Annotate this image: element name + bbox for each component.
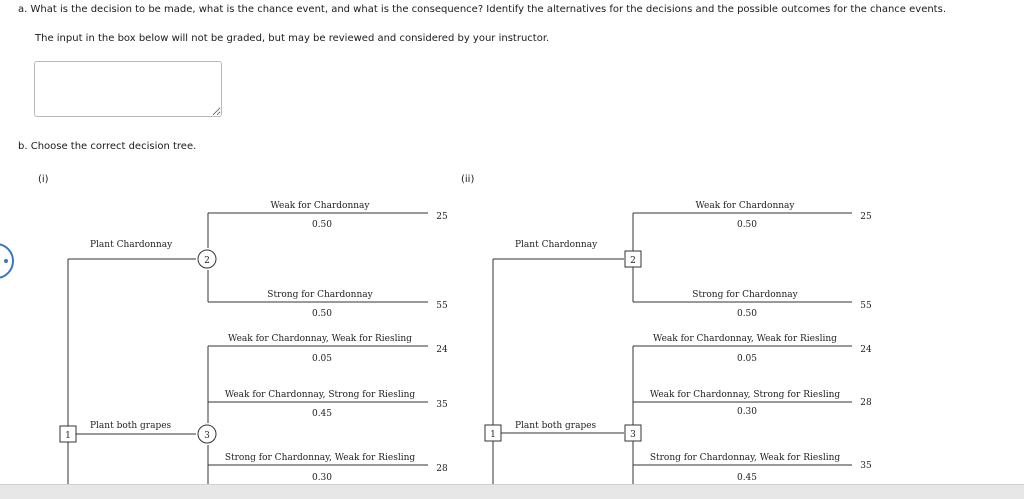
chance-node: [624, 250, 642, 268]
outcome-label: Strong for Chardonnay, Weak for Riesling: [650, 453, 841, 463]
outcome-label: Weak for Chardonnay: [695, 201, 795, 211]
chance-node-number: 2: [204, 256, 210, 266]
tree-option-label[interactable]: (ii): [461, 174, 475, 185]
payoff-value: 28: [436, 464, 448, 474]
chance-node-number: 3: [630, 430, 636, 440]
probability-label: 0.50: [737, 309, 757, 319]
bottom-scrollbar[interactable]: [0, 484, 1024, 499]
question-a-text: a. What is the decision to be made, what…: [18, 4, 946, 15]
payoff-value: 55: [860, 301, 872, 311]
probability-label: 0.30: [737, 407, 757, 417]
decision-tree-ii[interactable]: 1 2 3 Plant Chardonnay Plant both grapes…: [470, 0, 890, 498]
outcome-label: Weak for Chardonnay, Strong for Riesling: [650, 390, 841, 400]
payoff-value: 24: [436, 345, 448, 355]
answer-input[interactable]: [34, 61, 222, 117]
decision-node-number: 1: [490, 430, 496, 440]
payoff-value: 25: [436, 212, 448, 222]
payoff-value: 55: [436, 301, 448, 311]
probability-label: 0.45: [737, 473, 757, 483]
decision-node-number: 1: [65, 431, 71, 441]
question-a-note: The input in the box below will not be g…: [35, 33, 550, 44]
chance-node: [624, 424, 642, 442]
chance-node: [197, 249, 217, 269]
decision-tree-i[interactable]: 1 2 3 Plant Chardonnay Plant both grapes…: [0, 0, 470, 498]
probability-label: 0.45: [312, 409, 332, 419]
payoff-value: 24: [860, 345, 872, 355]
probability-label: 0.50: [737, 220, 757, 230]
alternative-label: Plant both grapes: [90, 421, 172, 431]
outcome-label: Weak for Chardonnay, Weak for Riesling: [653, 334, 837, 344]
alternative-label: Plant both grapes: [515, 421, 597, 431]
chance-node-number: 2: [630, 256, 636, 266]
decision-node: [484, 424, 502, 442]
probability-label: 0.50: [312, 309, 332, 319]
tree-option-label[interactable]: (i): [38, 174, 49, 185]
outcome-label: Weak for Chardonnay: [270, 201, 370, 211]
probability-label: 0.30: [312, 473, 332, 483]
chance-node: [197, 424, 217, 444]
outcome-label: Strong for Chardonnay: [267, 290, 373, 300]
alternative-label: Plant Chardonnay: [515, 240, 598, 250]
chance-node-number: 3: [204, 431, 210, 441]
probability-label: 0.05: [312, 354, 332, 364]
payoff-value: 28: [860, 398, 872, 408]
payoff-value: 35: [860, 461, 872, 471]
payoff-value: 25: [860, 212, 872, 222]
question-b-text: b. Choose the correct decision tree.: [18, 141, 197, 152]
outcome-label: Weak for Chardonnay, Weak for Riesling: [228, 334, 412, 344]
payoff-value: 35: [436, 400, 448, 410]
outcome-label: Weak for Chardonnay, Strong for Riesling: [225, 390, 416, 400]
outcome-label: Strong for Chardonnay: [692, 290, 798, 300]
decision-node: [59, 425, 77, 443]
probability-label: 0.50: [312, 220, 332, 230]
alternative-label: Plant Chardonnay: [90, 240, 173, 250]
probability-label: 0.05: [737, 354, 757, 364]
outcome-label: Strong for Chardonnay, Weak for Riesling: [225, 453, 416, 463]
